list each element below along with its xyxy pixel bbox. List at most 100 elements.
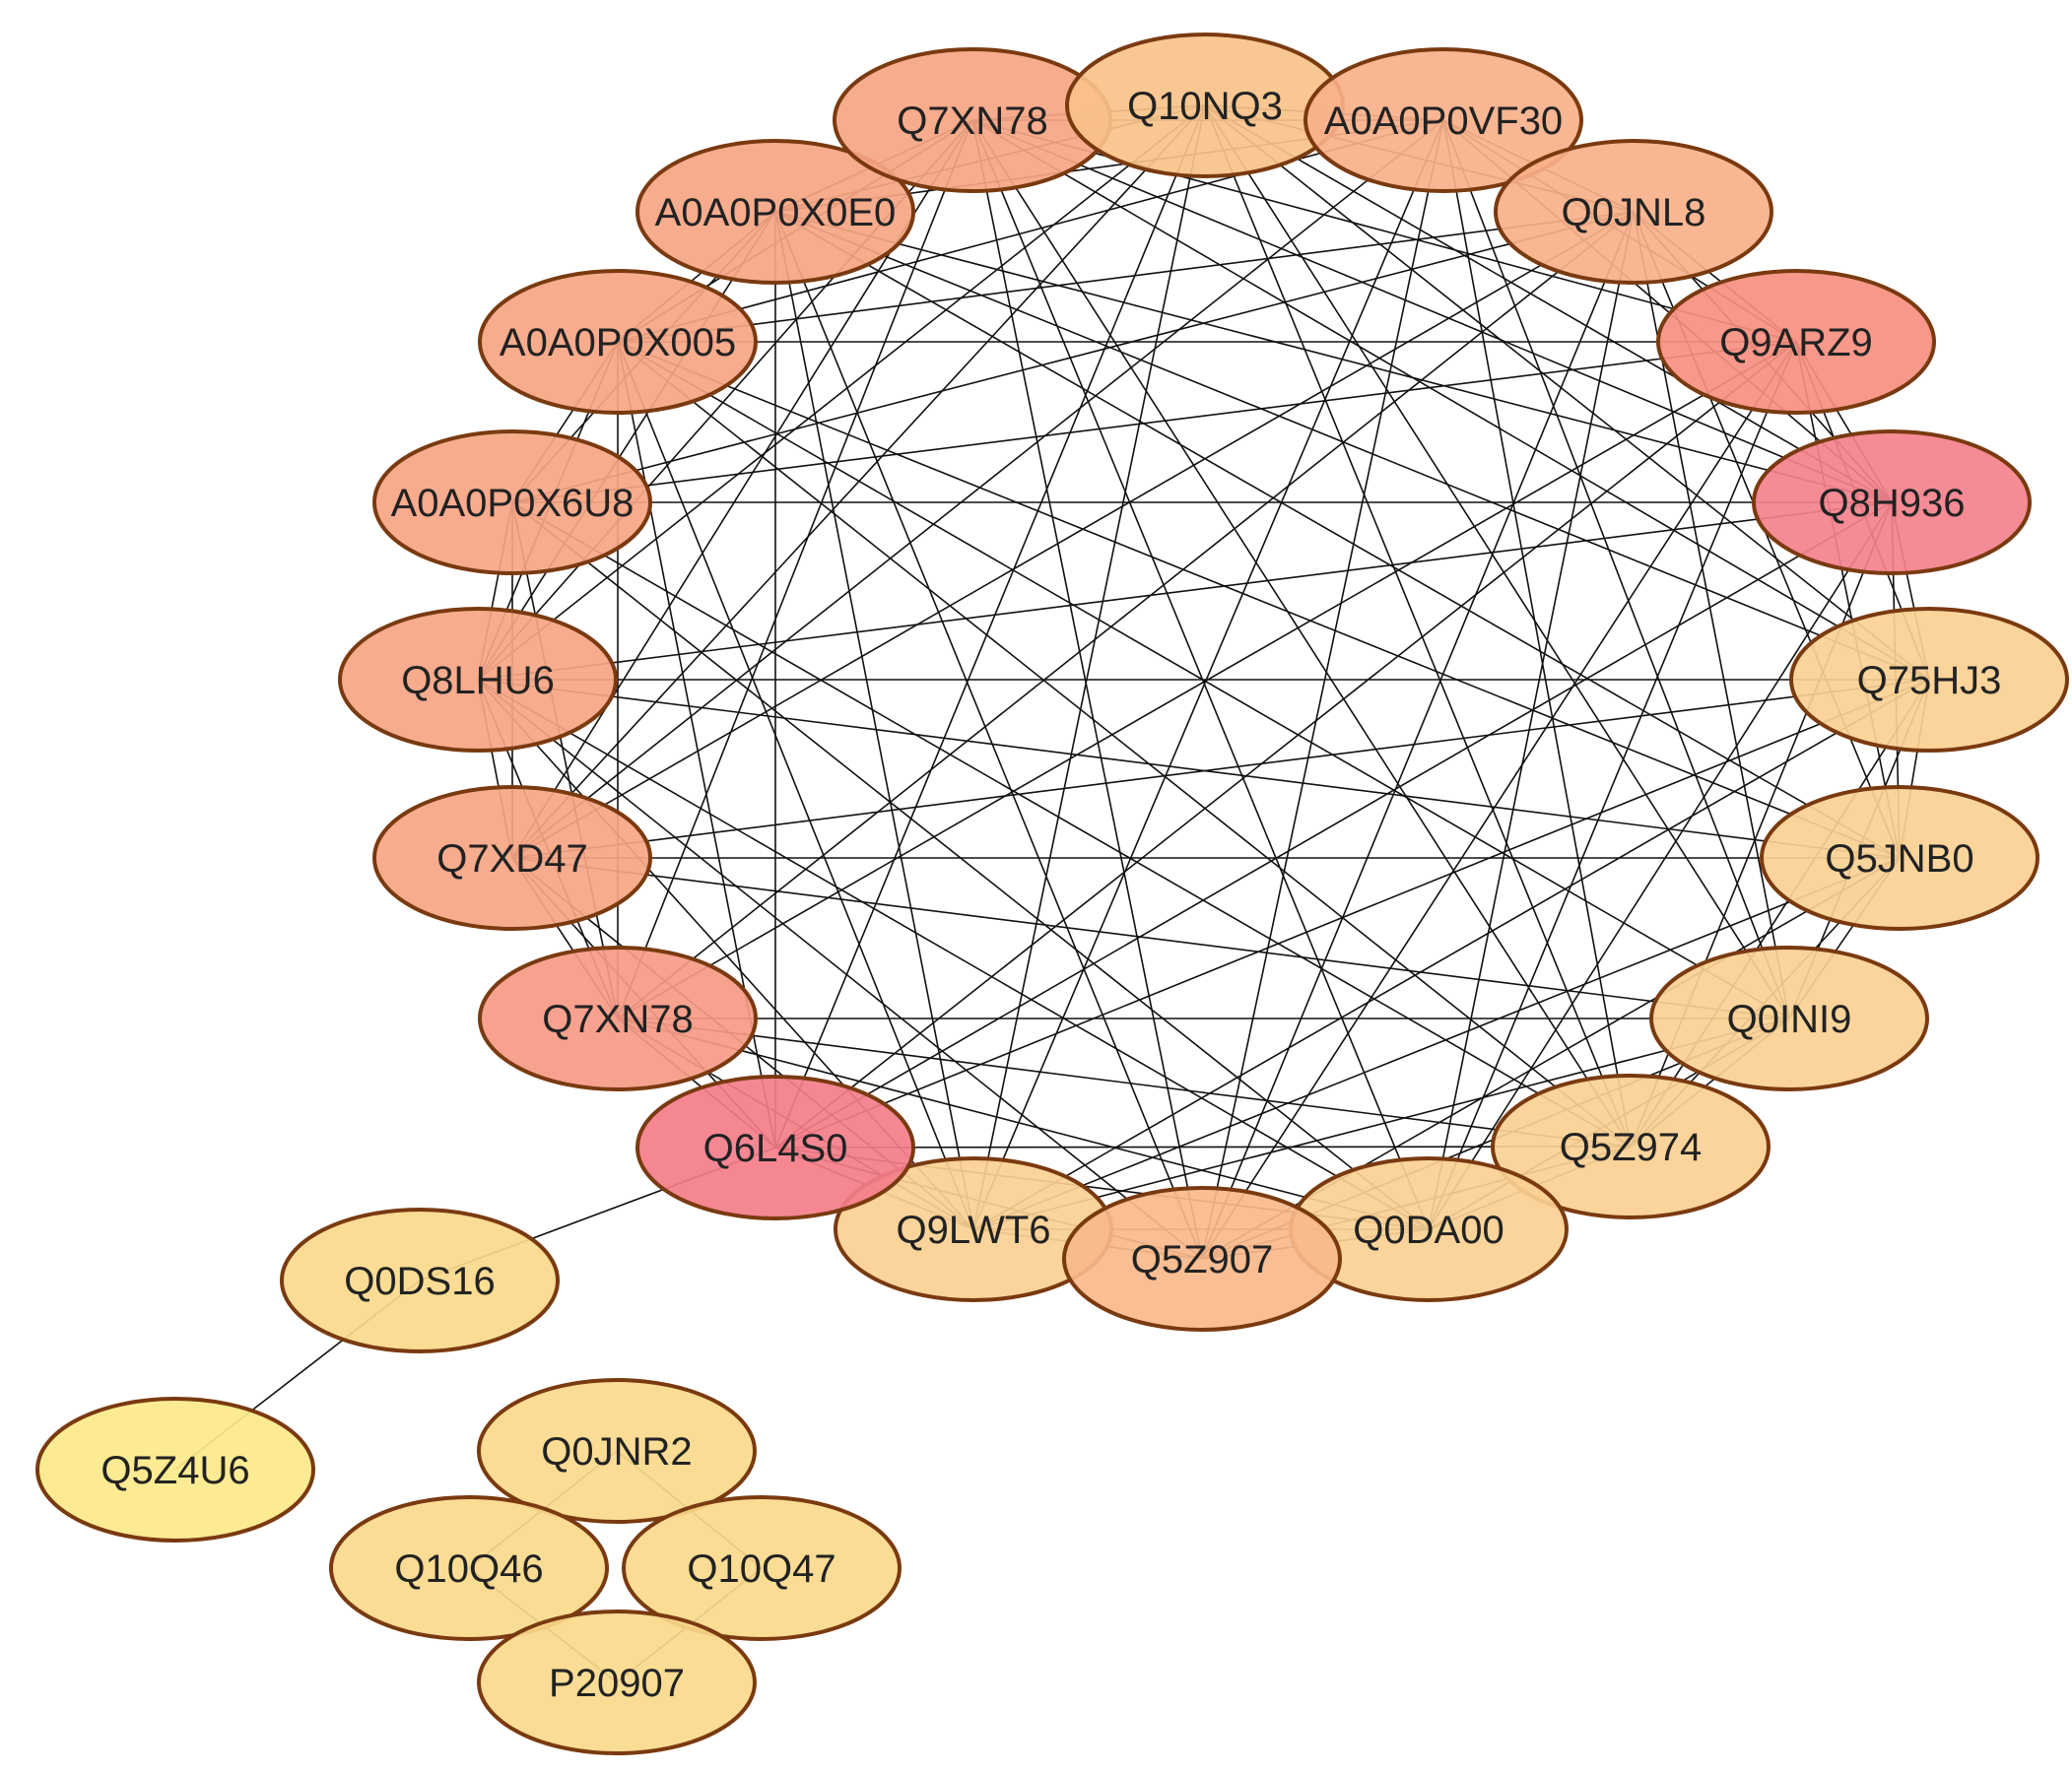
node-label: Q10Q47	[687, 1547, 835, 1591]
mesh-edge-107	[511, 501, 619, 1019]
mesh-edge-30	[511, 211, 1635, 859]
node-q0ds16[interactable]: Q0DS16	[280, 1208, 560, 1353]
node-label: Q7XN78	[897, 99, 1047, 143]
node-q5z4u6[interactable]: Q5Z4U6	[35, 1397, 315, 1543]
mesh-edge-86	[617, 1018, 1430, 1230]
node-ellipse[interactable]	[280, 1208, 560, 1353]
mesh-edge-68	[774, 211, 1901, 859]
mesh-edge-88	[511, 501, 1430, 1230]
mesh-edge-66	[477, 679, 1901, 859]
node-q10q46[interactable]: Q10Q46	[329, 1495, 609, 1641]
node-label: Q0JNR2	[541, 1430, 692, 1474]
node-label: A0A0P0X0E0	[655, 191, 897, 234]
mesh-edge-9	[477, 104, 1206, 681]
mesh-edge-28	[1201, 211, 1635, 1260]
mesh-edge-79	[617, 1018, 1632, 1148]
node-ellipse[interactable]	[477, 1378, 757, 1524]
node-ellipse[interactable]	[1303, 47, 1583, 193]
mesh-edge-40	[511, 341, 1797, 503]
mesh-edge-5	[1204, 104, 1632, 1148]
node-q7xd47[interactable]: Q7XD47	[372, 785, 652, 931]
mesh-edge-7	[774, 104, 1206, 1149]
mesh-edge-54	[1630, 679, 1930, 1148]
mesh-edge-93	[774, 211, 1203, 1260]
node-label: Q9ARZ9	[1719, 321, 1873, 364]
mesh-edge-100	[774, 211, 974, 1230]
node-ellipse[interactable]	[1062, 1186, 1342, 1332]
node-label: Q7XN78	[542, 998, 693, 1041]
node-q6l4s0[interactable]: Q6L4S0	[635, 1075, 915, 1220]
mesh-edge-16	[1442, 119, 1632, 1148]
node-ellipse[interactable]	[635, 139, 915, 285]
node-ellipse[interactable]	[1752, 429, 2032, 575]
mesh-edge-37	[1201, 341, 1797, 1260]
mesh-edge-81	[617, 341, 1632, 1148]
node-label: Q5Z907	[1131, 1238, 1274, 1281]
node-q9lwt6[interactable]: Q9LWT6	[834, 1156, 1113, 1302]
node-q9arz9[interactable]: Q9ARZ9	[1656, 269, 1936, 415]
node-q75hj3[interactable]: Q75HJ3	[1789, 607, 2069, 753]
mesh-edge-78	[774, 1146, 1632, 1149]
node-ellipse[interactable]	[372, 429, 652, 575]
mesh-edge-109	[617, 119, 973, 1019]
mesh-edge-19	[511, 119, 1444, 859]
node-q0ini9[interactable]: Q0INI9	[1649, 946, 1929, 1091]
mesh-edge-36	[1428, 341, 1797, 1230]
node-ellipse[interactable]	[477, 1610, 757, 1755]
mesh-edge-3	[1204, 104, 1930, 681]
node-q5z974[interactable]: Q5Z974	[1491, 1074, 1771, 1219]
node-ellipse[interactable]	[372, 785, 652, 931]
mesh-edge-64	[972, 857, 1901, 1230]
node-ellipse[interactable]	[338, 607, 618, 753]
node-ellipse[interactable]	[1491, 1074, 1771, 1219]
mesh-edge-67	[617, 341, 1901, 859]
node-ellipse[interactable]	[1649, 946, 1929, 1091]
node-label: Q10NQ3	[1127, 85, 1283, 128]
node-label: A0A0P0VF30	[1324, 99, 1563, 143]
node-ellipse[interactable]	[35, 1397, 315, 1543]
mesh-edge-20	[617, 119, 1444, 343]
node-q10nq3[interactable]: Q10NQ3	[1065, 33, 1345, 178]
node-ellipse[interactable]	[1494, 139, 1773, 285]
mesh-edge-47	[774, 501, 1893, 1149]
node-ellipse[interactable]	[478, 946, 758, 1091]
mesh-edge-87	[477, 679, 1430, 1230]
mesh-edge-92	[477, 679, 1203, 1260]
node-ellipse[interactable]	[635, 1075, 915, 1220]
node-ellipse[interactable]	[478, 269, 758, 415]
node-ellipse[interactable]	[622, 1495, 902, 1641]
node-q10q47[interactable]: Q10Q47	[622, 1495, 902, 1641]
node-q8lhu6[interactable]: Q8LHU6	[338, 607, 618, 753]
node-label: Q75HJ3	[1857, 659, 2002, 702]
node-label: Q5Z4U6	[100, 1449, 249, 1492]
node-a0a0p0x005[interactable]: A0A0P0X005	[478, 269, 758, 415]
mesh-edge-82	[971, 119, 1632, 1148]
node-q8h936[interactable]: Q8H936	[1752, 429, 2032, 575]
node-label: Q0JNL8	[1562, 191, 1706, 234]
node-a0a0p0vf30[interactable]: A0A0P0VF30	[1303, 47, 1583, 193]
node-q7xn78[interactable]: Q7XN78	[833, 47, 1112, 193]
node-a0a0p0x0e0[interactable]: A0A0P0X0E0	[635, 139, 915, 285]
node-ellipse[interactable]	[329, 1495, 609, 1641]
node-label: A0A0P0X005	[500, 321, 736, 364]
mesh-edge-35	[1795, 341, 1901, 859]
node-q0jnr2[interactable]: Q0JNR2	[477, 1378, 757, 1524]
node-ellipse[interactable]	[1760, 785, 2039, 931]
node-label: Q8LHU6	[401, 659, 555, 702]
node-q5jnb0[interactable]: Q5JNB0	[1760, 785, 2039, 931]
node-label: Q7XD47	[436, 837, 587, 881]
node-a0a0p0x6u8[interactable]: A0A0P0X6U8	[372, 429, 652, 575]
node-label: Q5Z974	[1560, 1126, 1703, 1169]
node-q5z907[interactable]: Q5Z907	[1062, 1186, 1342, 1332]
node-q7xn78[interactable]: Q7XN78	[478, 946, 758, 1091]
node-ellipse[interactable]	[1656, 269, 1936, 415]
node-q0jnl8[interactable]: Q0JNL8	[1494, 139, 1773, 285]
node-label: Q6L4S0	[703, 1127, 848, 1170]
node-label: Q0INI9	[1727, 998, 1852, 1041]
mesh-edge-74	[511, 857, 1790, 1019]
node-ellipse[interactable]	[1789, 607, 2069, 753]
mesh-edge-80	[511, 501, 1632, 1148]
mesh-edge-56	[774, 679, 1930, 1149]
node-p20907[interactable]: P20907	[477, 1610, 757, 1755]
